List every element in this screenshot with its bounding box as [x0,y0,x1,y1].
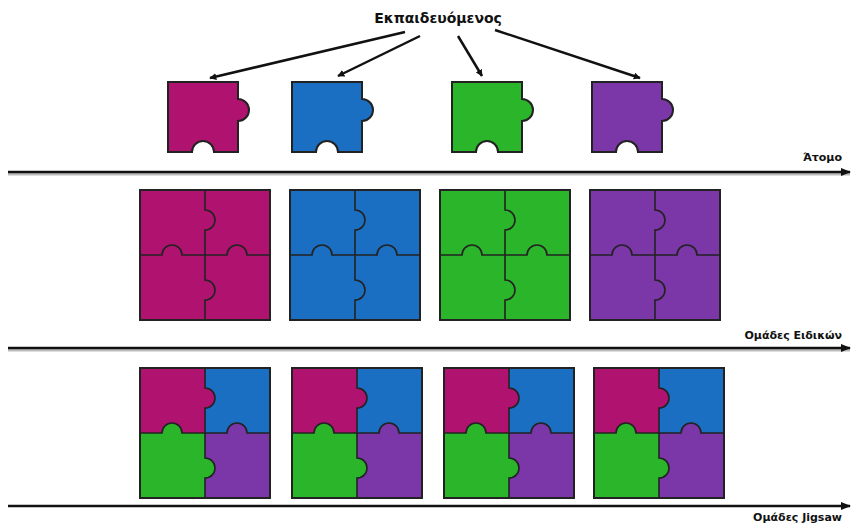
pointer-arrows [210,30,640,78]
single-pieces [168,82,673,152]
separator-lines [8,172,850,506]
jigsaw-groups [140,368,724,498]
row-label: Άτομο [803,151,842,164]
row-label: Ομάδες Ειδικών [744,329,842,342]
learner-label: Εκπαιδευόμενος [374,10,502,27]
expert-groups [140,190,720,320]
row-label: Ομάδες Jigsaw [753,511,842,524]
